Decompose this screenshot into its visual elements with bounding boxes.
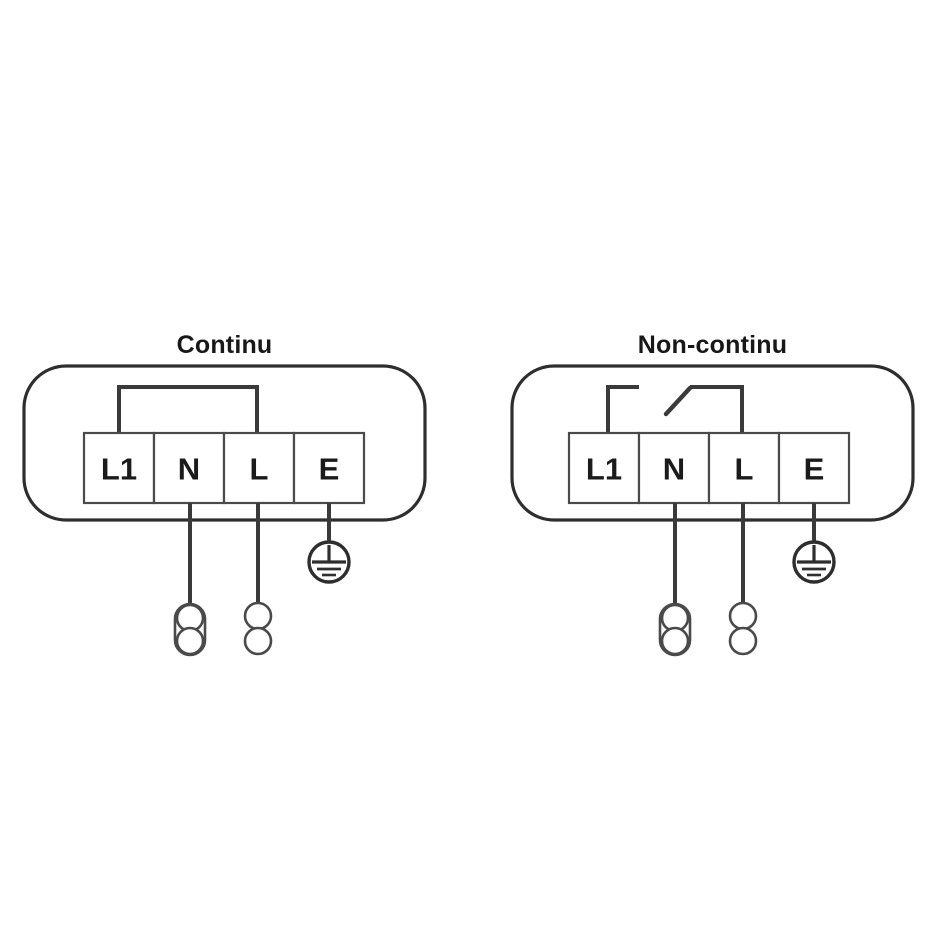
terminal-block-non-continu: L1 N L E [567,431,851,505]
diagram-title-continu: Continu [176,331,273,359]
terminal-label-e: E [319,452,340,487]
terminal-label-n: N [178,452,200,487]
terminal-cell-n[interactable] [152,431,226,505]
terminal-label-l: L [735,452,754,487]
terminal-label-l1: L1 [101,452,137,487]
diagram-non-continu: L1 N L E [510,364,915,657]
terminal-label-l: L [250,452,269,487]
terminal-label-e: E [804,452,825,487]
capsule-connector-n-continu [173,602,207,657]
terminal-cell-l1[interactable] [567,431,641,505]
two-circle-connector-l-non-continu [728,601,758,656]
terminal-cell-e[interactable] [777,431,851,505]
terminal-label-n: N [663,452,685,487]
jumper-bridge-continu [117,385,259,433]
earth-ground-symbol-non-continu [792,540,836,584]
terminal-block-continu: L1 N L E [82,431,366,505]
open-switch-non-continu[interactable] [606,385,744,433]
terminal-cell-e[interactable] [292,431,366,505]
diagram-continu: L1 N L E [22,364,427,657]
two-circle-connector-l-continu [243,601,273,656]
diagram-title-non-continu: Non-continu [637,331,788,359]
capsule-connector-n-non-continu [658,602,692,657]
earth-ground-symbol-continu [307,540,351,584]
terminal-label-l1: L1 [586,452,622,487]
